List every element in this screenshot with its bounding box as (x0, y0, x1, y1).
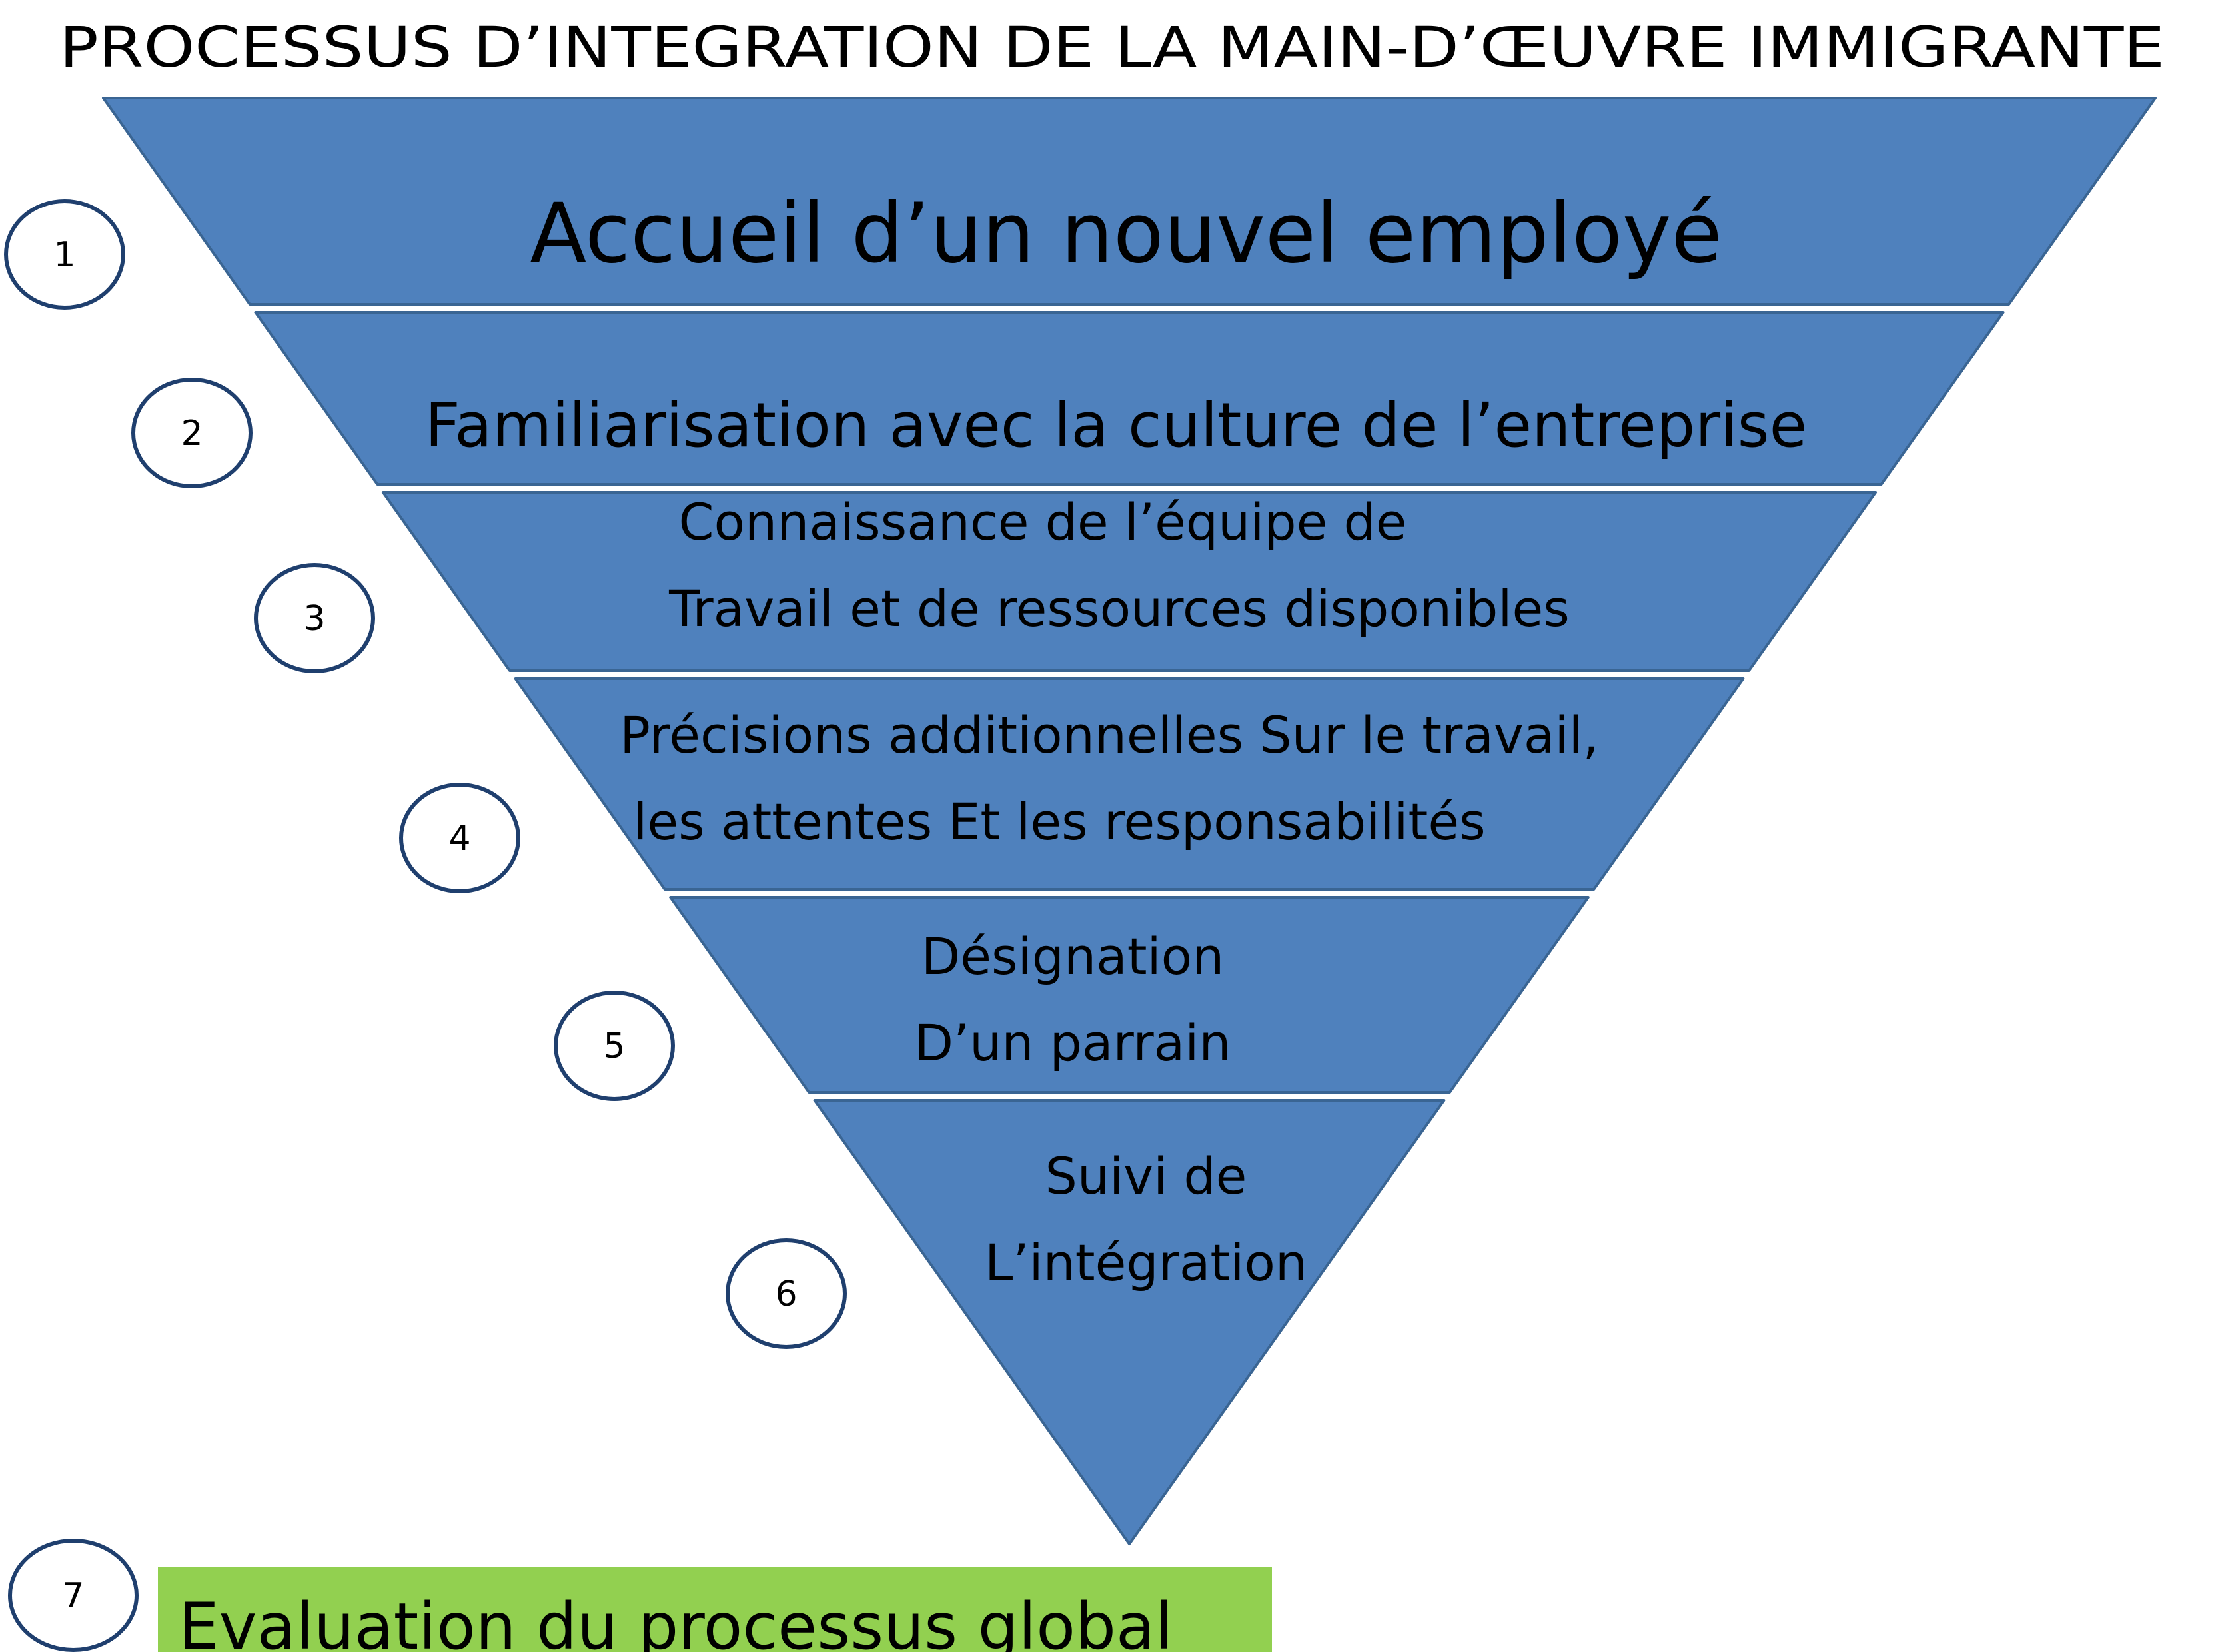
funnel-slice-step-1 (102, 97, 2157, 306)
evaluation-label: Evaluation du processus global (179, 1589, 1173, 1652)
funnel-slice-step-6 (813, 1099, 1446, 1545)
step-7-number-circle (8, 1539, 139, 1652)
evaluation-block: Evaluation du processus global (158, 1567, 1272, 1652)
evaluation-box (158, 1567, 1272, 1652)
step-6-label-line-1: Suivi de (1045, 1146, 1247, 1206)
step-2-number-circle (131, 378, 253, 488)
step-5-number: 5 (603, 1027, 625, 1066)
funnel-slice-step-2 (254, 311, 2005, 486)
step-1-label-line-1: Accueil d’un nouvel employé (530, 186, 1722, 282)
step-6-number: 6 (775, 1274, 797, 1314)
funnel-labels: Accueil d’un nouvel employéFamiliarisati… (425, 186, 1807, 1292)
step-7-number: 7 (62, 1576, 84, 1616)
step-4-label-line-2: les attentes Et les responsabilités (633, 792, 1485, 851)
step-5-label-line-1: Désignation (921, 927, 1225, 986)
step-3-label-line-2: Travail et de ressources disponibles (668, 579, 1570, 638)
step-number-circles: 1 2 3 4 5 6 7 (4, 199, 847, 1652)
diagram-title: PROCESSUS D’INTEGRATION DE LA MAIN-D’ŒUV… (59, 15, 2165, 80)
step-4-number: 4 (448, 819, 470, 859)
step-4-label-line-1: Précisions additionnelles Sur le travail… (620, 705, 1599, 765)
step-2-number: 2 (181, 414, 203, 454)
step-3-number: 3 (303, 599, 325, 639)
step-2-label-line-1: Familiarisation avec la culture de l’ent… (425, 390, 1807, 461)
step-1-number-circle (4, 199, 125, 310)
step-6-number-circle (726, 1238, 847, 1349)
funnel-slice-step-4 (514, 677, 1745, 891)
step-3-label-line-1: Connaissance de l’équipe de (678, 492, 1406, 552)
step-4-number-circle (399, 783, 520, 893)
funnel-slices (102, 97, 2157, 1545)
step-5-number-circle (554, 991, 675, 1101)
step-3-number-circle (254, 563, 375, 673)
funnel-slice-step-5 (669, 896, 1590, 1094)
step-5-label-line-2: D’un parrain (915, 1013, 1231, 1072)
step-1-number: 1 (53, 235, 75, 275)
funnel-slice-step-3 (381, 491, 1878, 672)
step-6-label-line-2: L’intégration (985, 1233, 1307, 1292)
